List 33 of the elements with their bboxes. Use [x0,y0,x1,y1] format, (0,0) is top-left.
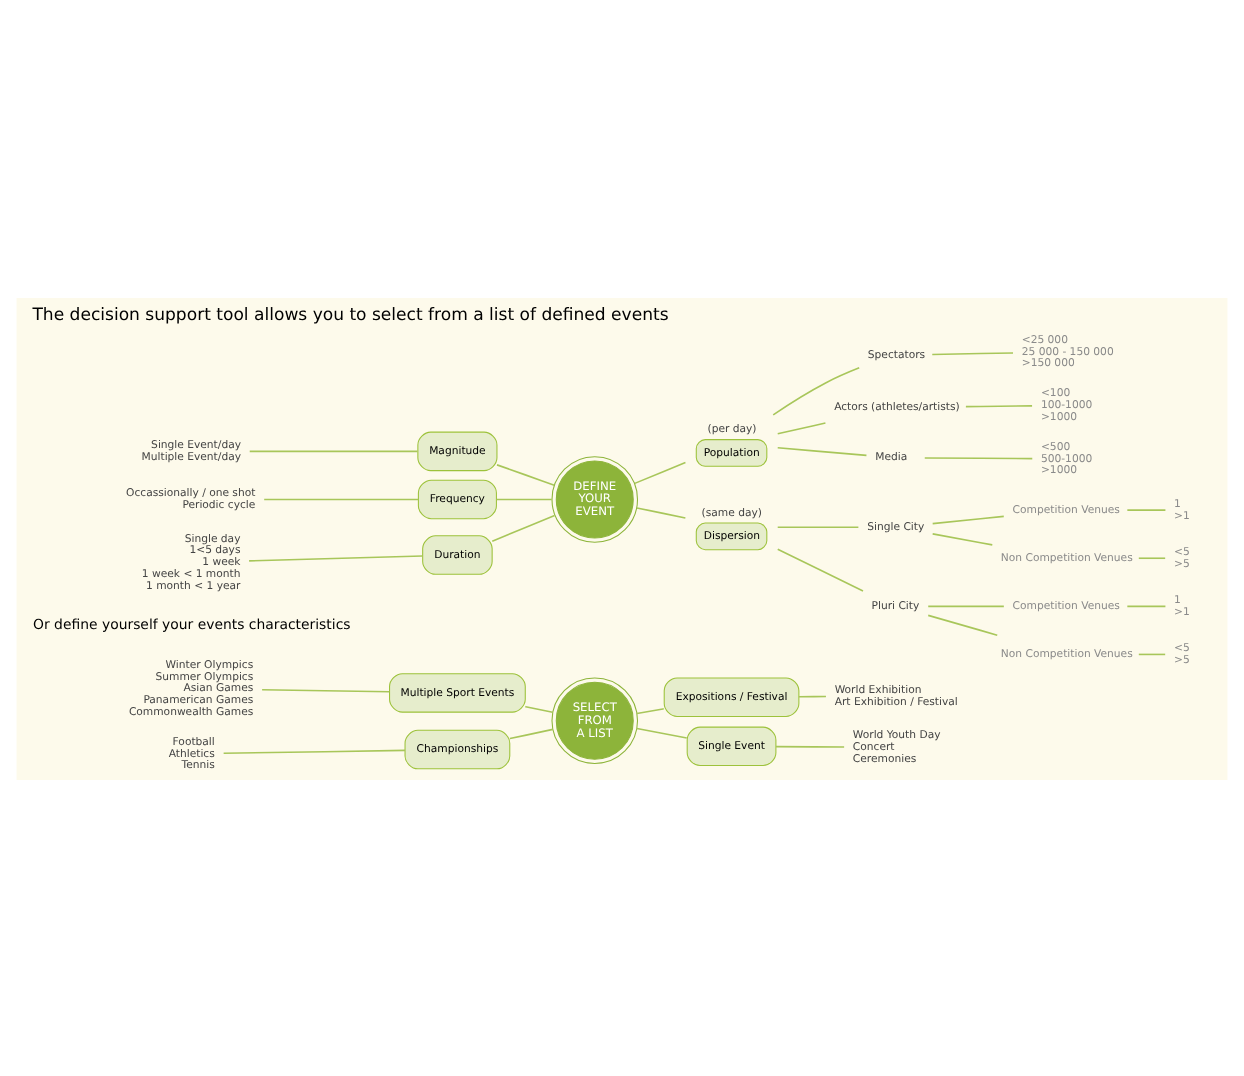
connector [263,497,420,500]
connector [927,604,1005,607]
connector [248,554,424,561]
connector [636,506,687,518]
connector [798,694,827,697]
connector [931,351,1014,355]
connector [1138,556,1166,559]
connector [1126,508,1167,510]
connector [776,525,860,528]
diagram-title: The decision support tool allows you to select from a list of defined events [32,305,669,326]
connector [261,687,391,692]
connector [931,532,994,545]
connector [222,748,406,754]
connector [496,463,556,486]
connector [776,547,864,591]
connector [965,404,1033,407]
connector [1126,604,1167,607]
connector [775,744,845,747]
connector [772,366,860,415]
connector [491,513,556,541]
connector [927,613,999,635]
connector [495,497,553,500]
connector [931,514,1005,524]
connector [248,449,419,452]
connector [776,445,868,456]
connector [633,460,687,484]
connector [524,704,554,713]
connector [1138,652,1166,655]
connector [776,421,827,434]
connector [509,727,554,739]
connector [923,456,1034,459]
connector [636,707,665,714]
connector [636,726,688,738]
